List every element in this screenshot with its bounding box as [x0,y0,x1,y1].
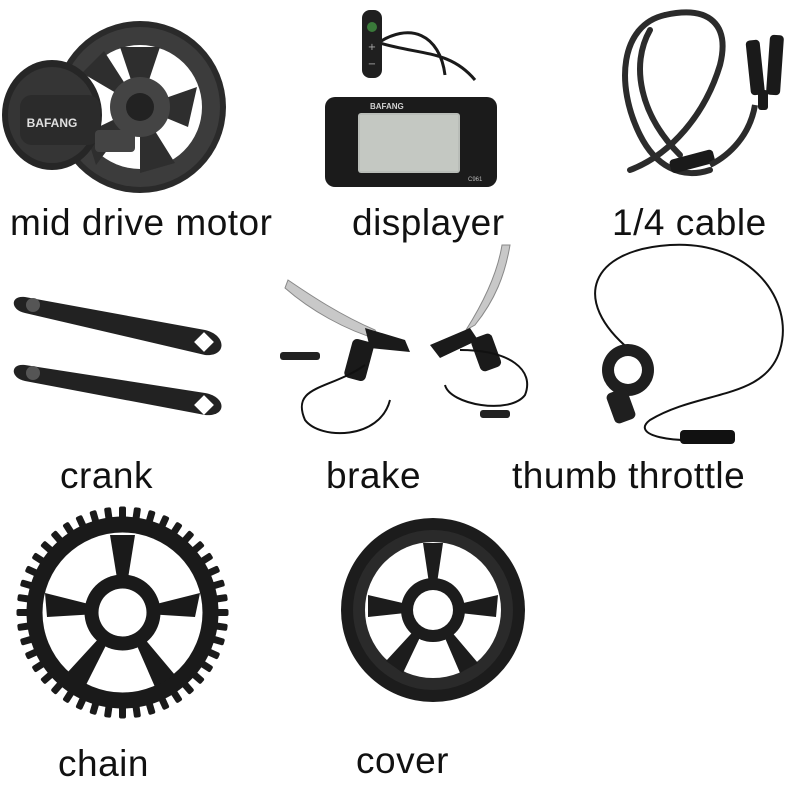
motor-brand-text: BAFANG [27,116,78,130]
label-1-4-cable: 1/4 cable [612,202,767,243]
svg-text:−: − [368,59,376,70]
cable-connectors [669,34,784,174]
label-crank: crank [60,455,153,496]
label-displayer: displayer [352,202,505,243]
chainring-image [15,505,230,720]
crank-arm-upper [13,296,222,356]
throttle-body [602,344,654,424]
brake-lever-left [280,279,410,435]
throttle-cable [594,243,784,442]
thumb-throttle-image [550,240,795,455]
label-thumb-throttle: thumb throttle [512,455,746,496]
displayer-image: + − BAFANG C961 [320,5,505,190]
label-mid-drive-motor: mid drive motor [10,202,273,243]
display-model-text: C961 [468,177,483,183]
cable-coil [622,9,726,177]
display-brand-text: BAFANG [370,102,404,111]
cover-image [338,515,528,705]
display-remote-icon: + − [362,10,382,78]
throttle-connector [680,430,735,444]
label-chain: chain [58,743,149,784]
display-unit: BAFANG C961 [325,97,497,187]
brake-lever-right [430,244,529,418]
crank-image [5,285,230,425]
brake-image [270,240,540,440]
crank-arm-lower [13,364,222,416]
label-cover: cover [356,740,449,781]
mid-drive-motor-image: BAFANG [0,15,235,195]
cable-image [610,5,800,190]
label-brake: brake [326,455,422,496]
motor-housing: BAFANG [2,60,102,170]
svg-text:+: + [368,42,376,53]
